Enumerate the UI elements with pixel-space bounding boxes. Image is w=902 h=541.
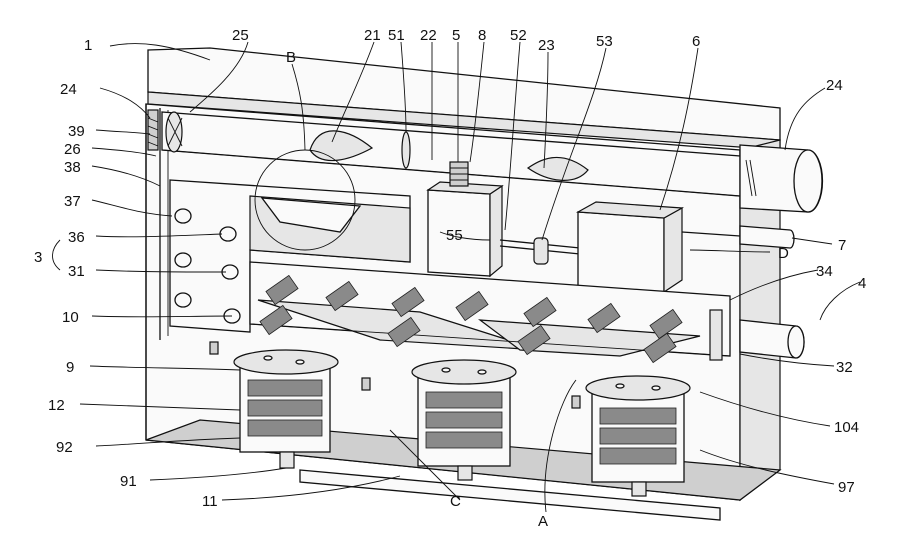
label-21: 21 [364,27,381,44]
label-8: 8 [478,27,486,44]
container-2 [412,360,516,480]
label-24-left: 24 [60,81,77,98]
label-38: 38 [64,159,81,176]
bracket-32 [710,310,722,360]
label-6: 6 [692,33,700,50]
label-11: 11 [202,493,218,510]
label-B: B [286,49,296,66]
label-92: 92 [56,439,73,456]
container-1 [234,350,338,468]
filter-25 [166,112,182,152]
label-55: 55 [446,227,463,244]
label-51: 51 [388,27,405,44]
container-3 [586,376,690,496]
label-52: 52 [510,27,527,44]
label-23: 23 [538,37,555,54]
label-32: 32 [836,359,853,376]
label-12: 12 [48,397,65,414]
label-25: 25 [232,27,249,44]
label-36: 36 [68,229,85,246]
divider-51 [402,132,410,168]
label-9: 9 [66,359,74,376]
label-53: 53 [596,33,613,50]
label-4: 4 [858,275,866,292]
label-91: 91 [120,473,137,490]
pipe-4 [740,320,804,358]
label-1: 1 [84,37,92,54]
label-10: 10 [62,309,79,326]
label-A: A [538,513,548,530]
coil-24-left [148,110,158,150]
label-97: 97 [838,479,855,496]
pipe-24-right [740,145,822,212]
label-22: 22 [420,27,437,44]
label-34: 34 [816,263,833,280]
label-3: 3 [34,249,42,266]
label-104: 104 [834,419,859,436]
label-39: 39 [68,123,85,140]
label-C: C [450,493,461,510]
label-24-right: 24 [826,77,843,94]
label-D: D [778,245,789,262]
label-31: 31 [68,263,85,280]
label-37: 37 [64,193,81,210]
label-7: 7 [838,237,846,254]
label-26: 26 [64,141,81,158]
label-5: 5 [452,27,460,44]
